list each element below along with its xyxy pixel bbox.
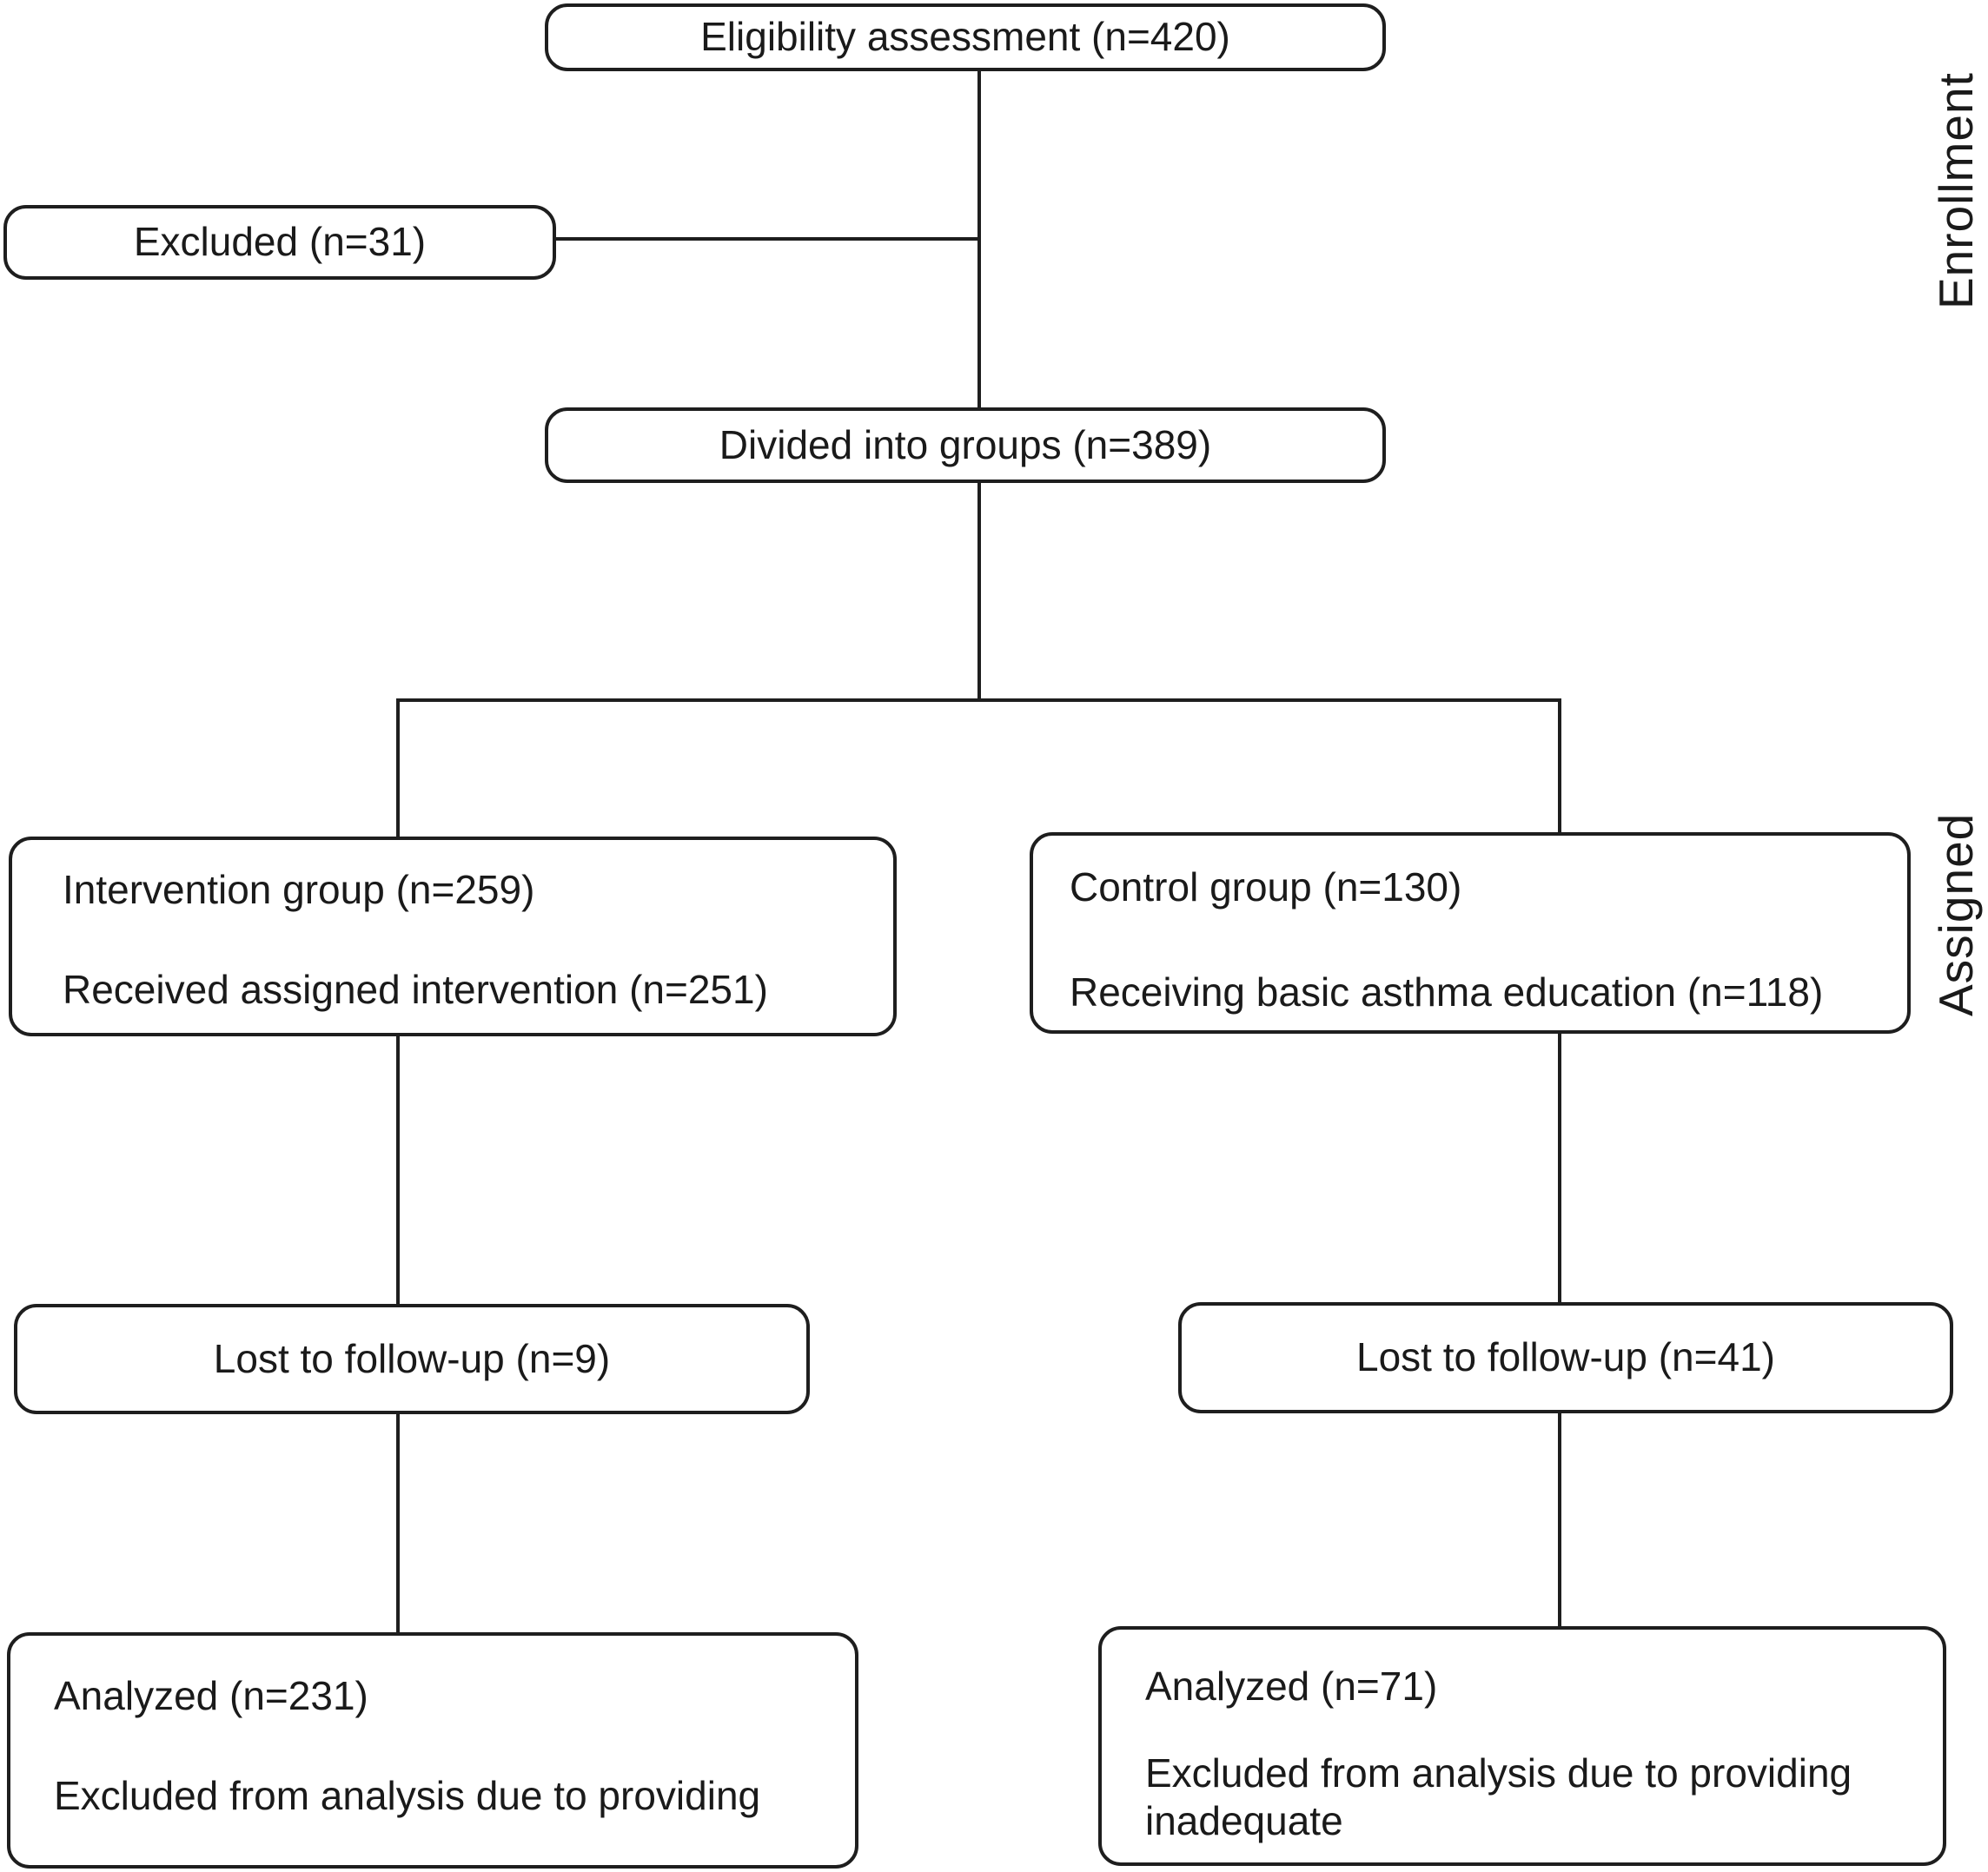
excluded-box: Excluded (n=31) xyxy=(3,205,556,280)
divided-into-groups-box: Divided into groups (n=389) xyxy=(545,407,1386,483)
analyzed-control-title: Analyzed (n=71) xyxy=(1145,1664,1438,1709)
connector-intervention-to-lost xyxy=(396,1035,400,1306)
connector-branch-horizontal xyxy=(396,698,1561,702)
intervention-group-box: Intervention group (n=259) Received assi… xyxy=(9,837,897,1036)
lost-followup-intervention-box: Lost to follow-up (n=9) xyxy=(14,1304,810,1414)
connector-divided-to-branch xyxy=(977,481,981,700)
connector-lost-to-analyzed-left xyxy=(396,1412,400,1634)
control-group-detail: Receiving basic asthma education (n=118) xyxy=(1070,969,1824,1015)
connector-excluded-branch xyxy=(554,237,980,241)
eligibility-assessment-box: Eligibility assessment (n=420) xyxy=(545,3,1386,71)
analyzed-intervention-title: Analyzed (n=231) xyxy=(54,1673,368,1718)
analyzed-control-box: Analyzed (n=71) Excluded from analysis d… xyxy=(1098,1626,1946,1866)
control-group-title: Control group (n=130) xyxy=(1070,864,1462,910)
analyzed-intervention-box: Analyzed (n=231) Excluded from analysis … xyxy=(7,1632,858,1869)
lost-followup-control-box: Lost to follow-up (n=41) xyxy=(1178,1302,1953,1413)
intervention-group-title: Intervention group (n=259) xyxy=(63,867,535,912)
analyzed-control-detail: Excluded from analysis due to providing … xyxy=(1145,1750,1852,1843)
divided-into-groups-label: Divided into groups (n=389) xyxy=(719,421,1212,467)
connector-lost-to-analyzed-right xyxy=(1558,1412,1561,1628)
excluded-label: Excluded (n=31) xyxy=(133,219,427,265)
analyzed-intervention-detail: Excluded from analysis due to providing xyxy=(54,1772,761,1818)
eligibility-assessment-label: Eligibility assessment (n=420) xyxy=(700,14,1230,60)
stage-label-enrollment: Enrollment xyxy=(1929,72,1983,310)
stage-label-assigned: Assigned xyxy=(1929,812,1983,1017)
connector-control-to-lost xyxy=(1558,1032,1561,1304)
lost-followup-control-label: Lost to follow-up (n=41) xyxy=(1356,1334,1775,1380)
intervention-group-detail: Received assigned intervention (n=251) xyxy=(63,966,768,1012)
connector-branch-to-intervention xyxy=(396,698,400,838)
connector-branch-to-control xyxy=(1558,698,1561,834)
lost-followup-intervention-label: Lost to follow-up (n=9) xyxy=(213,1335,611,1381)
control-group-box: Control group (n=130) Receiving basic as… xyxy=(1030,832,1911,1034)
